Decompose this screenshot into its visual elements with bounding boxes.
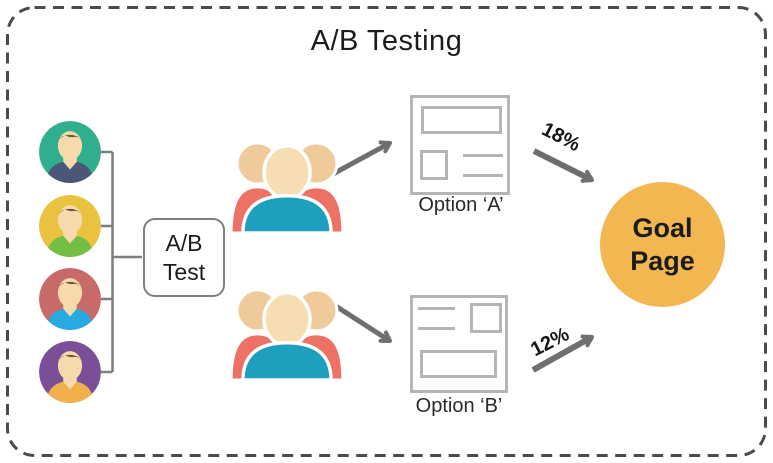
wireframe-text-line	[418, 327, 455, 330]
option-b-label: Option ‘B’	[415, 395, 503, 417]
user-avatar-icon-1	[39, 121, 101, 183]
arrow-b-to-goal	[531, 334, 594, 373]
wireframe-image-block	[470, 303, 502, 333]
ab-test-box: A/B Test	[143, 218, 225, 297]
wireframe-header-block	[421, 106, 502, 134]
goal-page-circle: Goal Page	[600, 182, 725, 307]
wireframe-text-line	[418, 307, 455, 310]
wireframe-footer-block	[420, 350, 497, 378]
user-group-b-icon	[229, 288, 345, 380]
option-b-wireframe	[410, 295, 508, 393]
wireframe-text-line	[463, 154, 503, 157]
arrow-to-option-b	[329, 300, 392, 344]
wireframe-image-block	[420, 150, 448, 180]
user-avatar-icon-4	[39, 341, 101, 403]
wireframe-text-line	[463, 174, 503, 177]
arrow-to-option-a	[329, 140, 392, 178]
user-group-a-icon	[229, 141, 345, 233]
audience-bracket-line	[101, 150, 142, 374]
arrow-a-to-goal	[532, 148, 594, 183]
user-avatar-icon-2	[39, 195, 101, 257]
dashed-frame	[6, 6, 767, 457]
option-a-label: Option ‘A’	[418, 194, 504, 216]
user-avatar-icon-3	[39, 268, 101, 330]
option-a-wireframe	[410, 95, 510, 195]
goal-page-label: Goal Page	[630, 213, 695, 276]
ab-test-label: A/B Test	[162, 230, 206, 285]
diagram-title: A/B Testing	[310, 25, 463, 57]
